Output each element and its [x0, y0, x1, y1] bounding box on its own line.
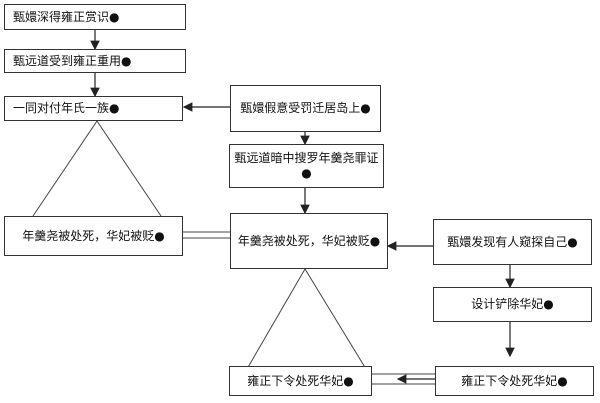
node-order-death-left-text: 雍正下令处死华妃● — [247, 373, 354, 388]
node-discover-spying-text: 甄嬛发现有人窥探自己● — [447, 234, 578, 249]
node-nian-executed-left-text: 年羹尧被处死，华妃被贬● — [22, 228, 165, 243]
node-zhenhuan-island-text: 甄嬛假意受罚迁居岛上● — [240, 101, 371, 115]
node-order-death-left: 雍正下令处死华妃● — [229, 366, 372, 396]
triangle-bottom-left-edge — [246, 268, 306, 370]
node-collect-evidence-text: 甄远道暗中搜罗年羹尧罪证● — [234, 151, 379, 180]
node-zhenhuan-island: 甄嬛假意受罚迁居岛上● — [230, 85, 381, 132]
node-zhenyuandao-reused-text: 甄远道受到雍正重用● — [13, 53, 132, 68]
node-zhenyuandao-reused: 甄远道受到雍正重用● — [4, 49, 186, 73]
node-nian-executed-center: 年羹尧被处死，华妃被贬● — [230, 213, 388, 269]
node-zhenhuan-favored-text: 甄嬛深得雍正赏识● — [13, 9, 120, 24]
node-design-remove-huafei: 设计铲除华妃● — [433, 287, 592, 322]
node-discover-spying: 甄嬛发现有人窥探自己● — [433, 219, 592, 265]
node-order-death-right-text: 雍正下令处死华妃● — [461, 373, 568, 388]
node-fight-nian-family: 一同对付年氏一族● — [4, 96, 183, 121]
node-nian-executed-left: 年羹尧被处死，华妃被贬● — [4, 216, 183, 256]
node-zhenhuan-favored: 甄嬛深得雍正赏识● — [4, 4, 186, 30]
node-order-death-right: 雍正下令处死华妃● — [435, 366, 594, 396]
node-fight-nian-family-text: 一同对付年氏一族● — [13, 101, 120, 115]
triangle-top-right-edge — [96, 120, 162, 217]
triangle-bottom-right-edge — [304, 268, 367, 370]
node-nian-executed-center-text: 年羹尧被处死，华妃被贬● — [237, 233, 381, 248]
triangle-top-left-edge — [32, 120, 98, 217]
node-collect-evidence: 甄远道暗中搜罗年羹尧罪证● — [229, 144, 384, 188]
node-design-remove-huafei-text: 设计铲除华妃● — [471, 297, 554, 311]
